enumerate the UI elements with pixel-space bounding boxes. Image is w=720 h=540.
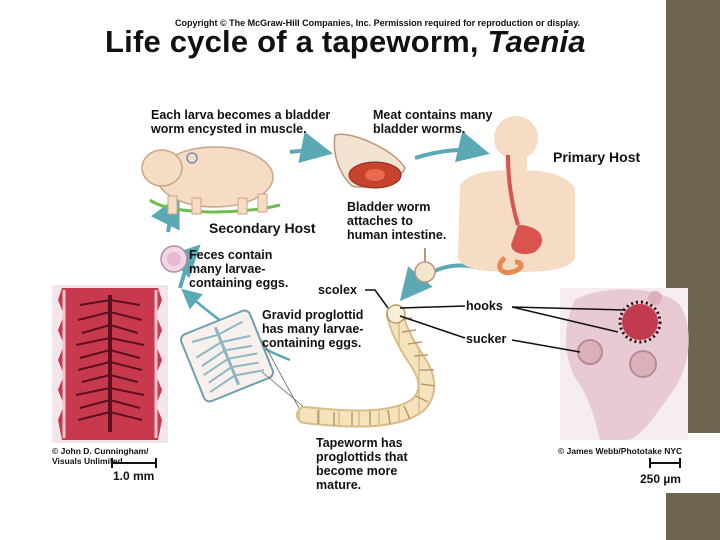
scale-label-right: 250 µm [640,472,681,486]
slide [0,0,666,540]
label-sucker: sucker [466,332,507,346]
leader-lines [365,289,626,353]
meat-illustration [333,133,406,189]
label-secondary-host: Secondary Host [209,220,316,236]
credit-right: © James Webb/Phototake NYC [558,446,683,456]
proglottid-micrograph [52,285,168,443]
human-illustration [458,116,575,276]
scale-label-left: 1.0 mm [113,469,155,483]
scale-bars [111,458,681,468]
gravid-proglottid [180,309,274,403]
page-title: Life cycle of a tapeworm, Taenia [105,24,586,59]
pig-illustration [141,146,281,215]
label-hooks: hooks [466,299,503,313]
label-scolex: scolex [318,283,357,297]
credit-left: © John D. Cunningham/Visuals Unlimited [52,446,149,466]
label-primary-host: Primary Host [553,149,641,165]
bladder-worm-icon [414,248,436,283]
scolex-micrograph [560,288,689,440]
tapeworm-strobila [296,304,436,428]
copyright-notice: Copyright © The McGraw-Hill Companies, I… [175,18,581,28]
